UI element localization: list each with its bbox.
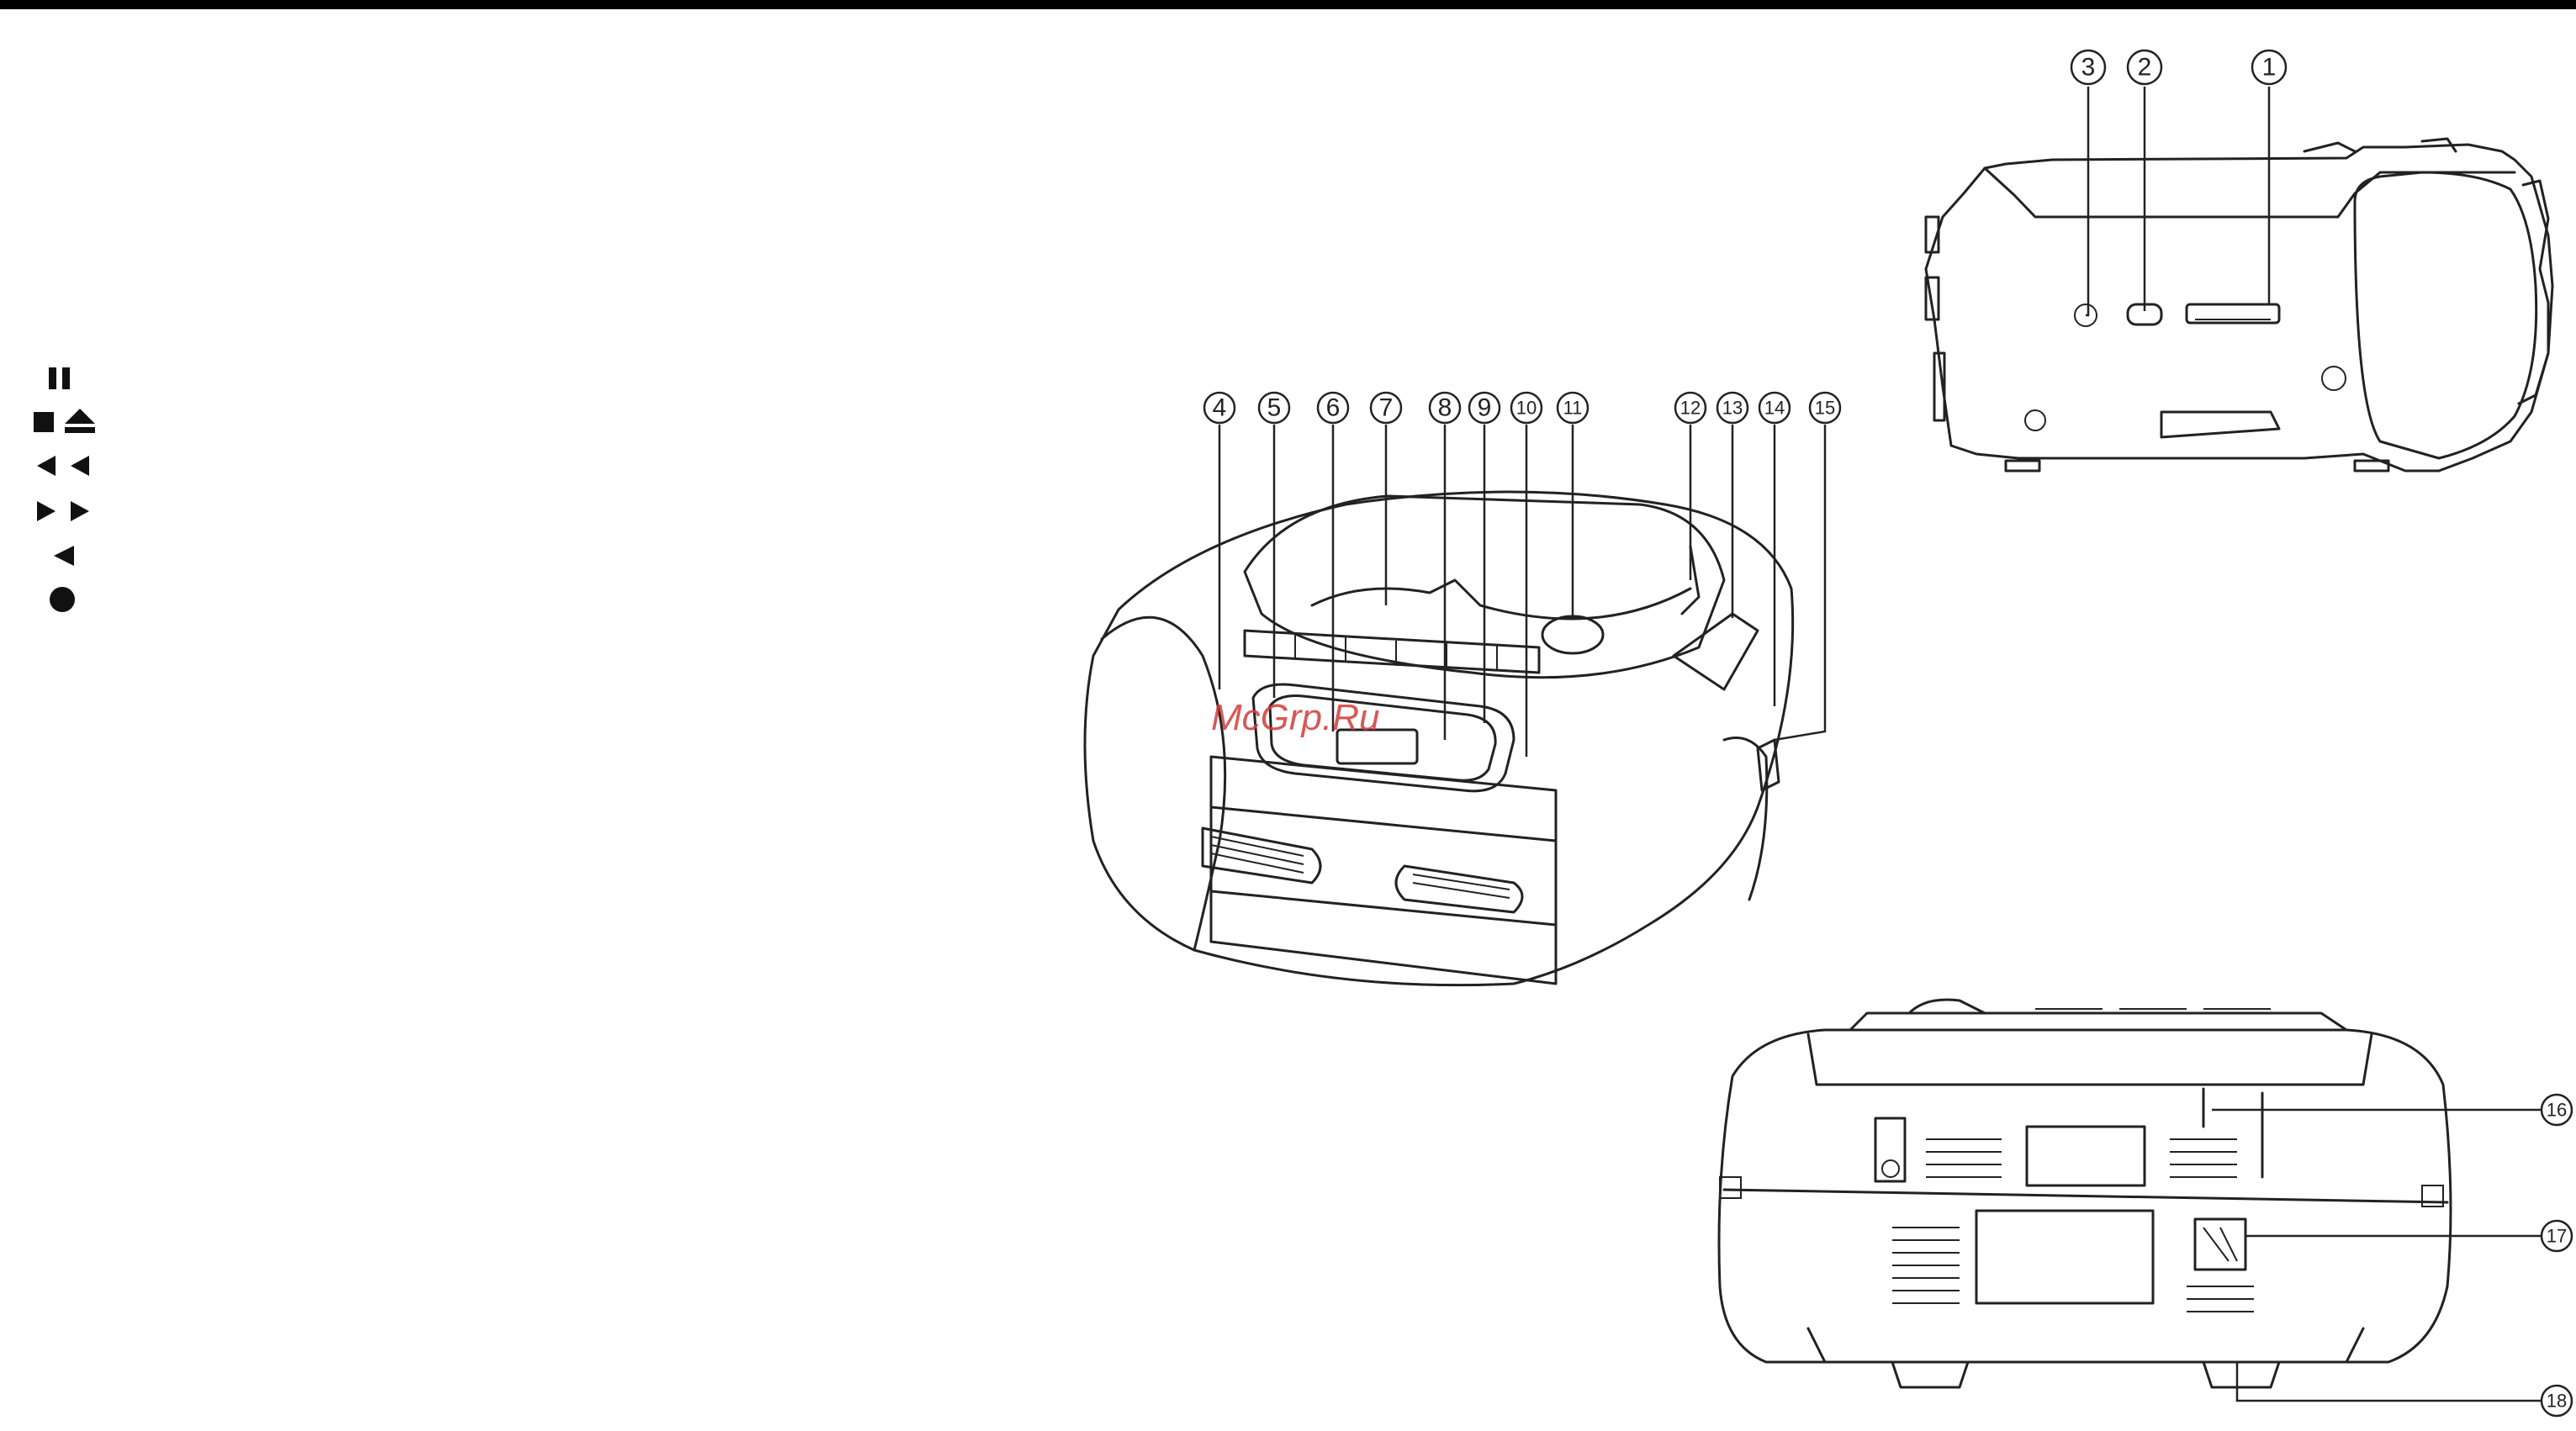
callout-12: 12 <box>1675 393 1706 423</box>
rewind-icon <box>37 456 89 476</box>
callout-13-label: 13 <box>1722 398 1743 419</box>
callout-3-label: 3 <box>2081 54 2096 82</box>
callout-18-label: 18 <box>2547 1391 2567 1412</box>
callout-16: 16 <box>2542 1095 2572 1125</box>
callout-13: 13 <box>1717 393 1748 423</box>
callout-1: 1 <box>2252 50 2286 84</box>
front-view <box>1085 492 1793 985</box>
watermark: McGrp.Ru <box>1211 697 1379 738</box>
pause-icon <box>49 367 70 389</box>
callout-1-label: 1 <box>2262 54 2277 82</box>
record-icon <box>50 587 75 612</box>
callout-18: 18 <box>2542 1386 2572 1416</box>
callout-6: 6 <box>1318 393 1348 423</box>
callout-17-label: 17 <box>2547 1226 2567 1247</box>
callout-7: 7 <box>1371 393 1401 423</box>
callout-10-label: 10 <box>1516 398 1537 419</box>
callout-12-label: 12 <box>1680 398 1701 419</box>
side-view <box>1926 139 2552 471</box>
callout-14: 14 <box>1759 393 1790 423</box>
callout-17: 17 <box>2542 1221 2572 1251</box>
callout-7-label: 7 <box>1379 394 1394 422</box>
callout-15-label: 15 <box>1815 398 1835 419</box>
callout-11-label: 11 <box>1563 398 1583 419</box>
callout-16-label: 16 <box>2547 1100 2567 1121</box>
callout-3: 3 <box>2071 50 2105 84</box>
callout-2: 2 <box>2128 50 2161 84</box>
callout-8: 8 <box>1430 393 1460 423</box>
callout-8-label: 8 <box>1438 394 1452 422</box>
callout-5-label: 5 <box>1267 394 1282 422</box>
callout-10: 10 <box>1511 393 1542 423</box>
callout-11: 11 <box>1558 393 1588 423</box>
callout-5: 5 <box>1259 393 1289 423</box>
callout-9: 9 <box>1469 393 1500 423</box>
callout-4-label: 4 <box>1213 394 1227 422</box>
callout-2-label: 2 <box>2138 54 2152 82</box>
play-reverse-icon <box>54 546 74 566</box>
rear-view <box>1719 1000 2451 1387</box>
callout-15: 15 <box>1810 393 1840 423</box>
fast-forward-icon <box>37 501 89 521</box>
legend-symbols <box>34 367 95 612</box>
callout-14-label: 14 <box>1764 398 1785 419</box>
callout-4: 4 <box>1204 393 1235 423</box>
callout-9-label: 9 <box>1478 394 1492 422</box>
callout-6-label: 6 <box>1326 394 1341 422</box>
stop-eject-icon <box>34 409 95 433</box>
